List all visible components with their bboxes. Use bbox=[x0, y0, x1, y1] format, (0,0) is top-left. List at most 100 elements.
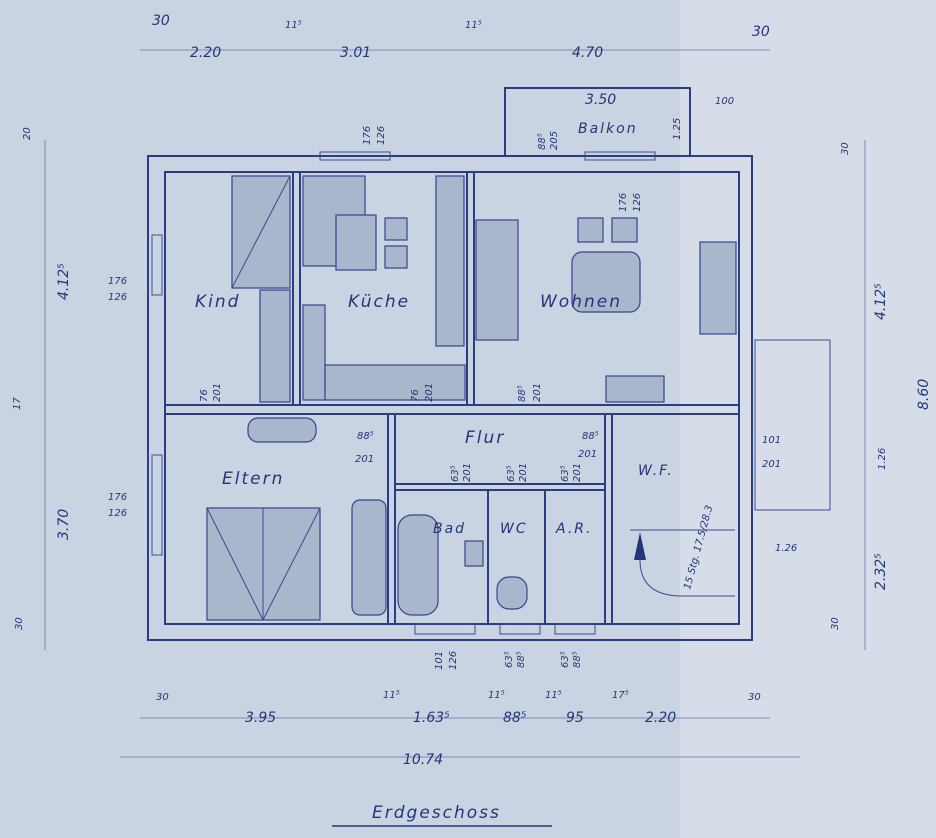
toilet bbox=[496, 576, 528, 610]
dim-left-1: 4.12⁵ bbox=[56, 263, 72, 300]
door-kind-width: 76 bbox=[199, 389, 210, 402]
dim-left-2: 17 bbox=[12, 397, 23, 410]
room-label-wc: WC bbox=[500, 521, 528, 537]
top-dimensions: 30 2.20 11⁵ 3.01 11⁵ 4.70 30 bbox=[140, 13, 770, 61]
dim-right-total: 8.60 bbox=[916, 379, 932, 410]
dim-right-5: 30 bbox=[830, 617, 841, 630]
balcony: 3.50 100 1.25 Balkon bbox=[504, 87, 734, 157]
dim-right-3: 1.26 bbox=[877, 448, 888, 470]
window-bad-width: 101 bbox=[434, 651, 445, 670]
door-wc-height: 201 bbox=[518, 463, 529, 482]
room-label-wf: W.F. bbox=[638, 463, 674, 479]
sink bbox=[464, 540, 484, 567]
kitchen-units bbox=[435, 175, 465, 347]
window-wohnen-height: 126 bbox=[632, 193, 643, 212]
bottom-dimensions: 30 3.95 11⁵ 1.63⁵ 11⁵ 88⁵ 11⁵ 95 17⁵ 2.2… bbox=[120, 690, 800, 768]
window-wohnen-width: 176 bbox=[618, 193, 629, 212]
window-ar-width: 63⁵ bbox=[560, 651, 571, 668]
balcony-door-width: 88⁵ bbox=[537, 133, 548, 150]
window-eltern-width: 176 bbox=[108, 492, 127, 503]
room-label-wohnen: Wohnen bbox=[540, 292, 622, 312]
door-kind-height: 201 bbox=[212, 383, 223, 402]
door-wf-label-width: 88⁵ bbox=[582, 431, 599, 442]
room-label-bad: Bad bbox=[433, 521, 466, 537]
dim-right-1: 4.12⁵ bbox=[873, 283, 889, 320]
dim-left-4: 30 bbox=[14, 617, 25, 630]
door-kueche-width: 76 bbox=[410, 389, 421, 402]
dim-bottom-10: 30 bbox=[748, 692, 761, 703]
dim-left-3: 3.70 bbox=[56, 509, 72, 540]
door-kueche-height: 201 bbox=[424, 383, 435, 402]
right-dimensions: 30 4.12⁵ 8.60 1.26 2.32⁵ 30 1.26 bbox=[754, 140, 932, 650]
sideboard bbox=[605, 375, 665, 403]
dim-terrace-width: 1.26 bbox=[775, 543, 797, 554]
dining-table bbox=[571, 251, 641, 313]
balcony-side: 100 bbox=[715, 96, 734, 107]
door-wohnen-height: 201 bbox=[532, 383, 543, 402]
left-dimensions: 20 4.12⁵ 17 3.70 30 bbox=[12, 127, 72, 650]
door-eltern-width: 88⁵ bbox=[357, 431, 374, 442]
shelf-wohnen bbox=[475, 219, 519, 341]
dim-bottom-5: 88⁵ bbox=[503, 710, 527, 726]
dresser bbox=[247, 417, 317, 443]
window-wc-height: 88⁵ bbox=[516, 651, 527, 668]
room-label-ar: A.R. bbox=[555, 521, 592, 537]
dim-right-0: 30 bbox=[840, 142, 851, 155]
kitchen-table bbox=[335, 214, 377, 271]
door-ar-width: 63⁵ bbox=[560, 465, 571, 482]
room-label-kueche: Küche bbox=[348, 292, 410, 312]
dim-bottom-4: 11⁵ bbox=[488, 690, 505, 701]
door-bad-width: 63⁵ bbox=[450, 465, 461, 482]
dim-top-kind: 2.20 bbox=[190, 45, 221, 61]
dim-top-wall-1: 11⁵ bbox=[285, 20, 302, 31]
dim-bottom-0: 30 bbox=[156, 692, 169, 703]
balcony-depth: 1.25 bbox=[672, 118, 683, 140]
balcony-door-height: 205 bbox=[549, 131, 560, 150]
dim-right-4: 2.32⁵ bbox=[873, 553, 889, 590]
window-kueche-height: 126 bbox=[376, 126, 387, 145]
dim-top-wohnen: 4.70 bbox=[572, 45, 603, 61]
door-wohnen-width: 88⁵ bbox=[517, 385, 528, 402]
dim-top-wall-2: 11⁵ bbox=[465, 20, 482, 31]
dim-bottom-8: 17⁵ bbox=[612, 690, 629, 701]
sofa bbox=[699, 241, 737, 335]
dim-left-0: 20 bbox=[22, 127, 33, 140]
wardrobe-kind bbox=[259, 289, 291, 403]
room-label-eltern: Eltern bbox=[222, 469, 284, 489]
opening-labels: 176 126 176 126 176 126 176 126 88⁵ 205 … bbox=[108, 126, 781, 670]
window-ar-height: 88⁵ bbox=[572, 651, 583, 668]
door-eltern-height: 201 bbox=[355, 454, 374, 465]
room-label-flur: Flur bbox=[465, 428, 505, 448]
dim-top-wall-left: 30 bbox=[152, 13, 170, 29]
walls bbox=[147, 151, 753, 641]
window-eltern-height: 126 bbox=[108, 508, 127, 519]
balcony-width: 3.50 bbox=[585, 92, 616, 108]
furniture bbox=[206, 175, 737, 622]
bathtub bbox=[397, 514, 439, 616]
window-wc-width: 63⁵ bbox=[504, 651, 515, 668]
paper-overlap bbox=[680, 0, 936, 838]
window-kind-width: 176 bbox=[108, 276, 127, 287]
door-wf-width: 101 bbox=[762, 435, 781, 446]
door-wf-label-height: 201 bbox=[578, 449, 597, 460]
window-bad-height: 126 bbox=[448, 651, 459, 670]
room-label-balkon: Balkon bbox=[578, 121, 638, 137]
wardrobe-eltern bbox=[351, 499, 387, 616]
dim-bottom-2: 11⁵ bbox=[383, 690, 400, 701]
door-ar-height: 201 bbox=[572, 463, 583, 482]
stair-arrow-icon bbox=[634, 532, 646, 560]
plan-title: Erdgeschoss bbox=[372, 803, 501, 823]
dim-top-wall-right: 30 bbox=[752, 24, 770, 40]
room-label-kind: Kind bbox=[195, 292, 240, 312]
door-wf-height: 201 bbox=[762, 459, 781, 470]
dim-bottom-1: 3.95 bbox=[245, 710, 276, 726]
dim-total-width: 10.74 bbox=[403, 752, 443, 768]
window-kueche-width: 176 bbox=[362, 126, 373, 145]
window-kind-height: 126 bbox=[108, 292, 127, 303]
dim-bottom-9: 2.20 bbox=[645, 710, 676, 726]
door-bad-height: 201 bbox=[462, 463, 473, 482]
dim-bottom-3: 1.63⁵ bbox=[413, 710, 450, 726]
door-wc-width: 63⁵ bbox=[506, 465, 517, 482]
dim-bottom-7: 95 bbox=[566, 710, 584, 726]
